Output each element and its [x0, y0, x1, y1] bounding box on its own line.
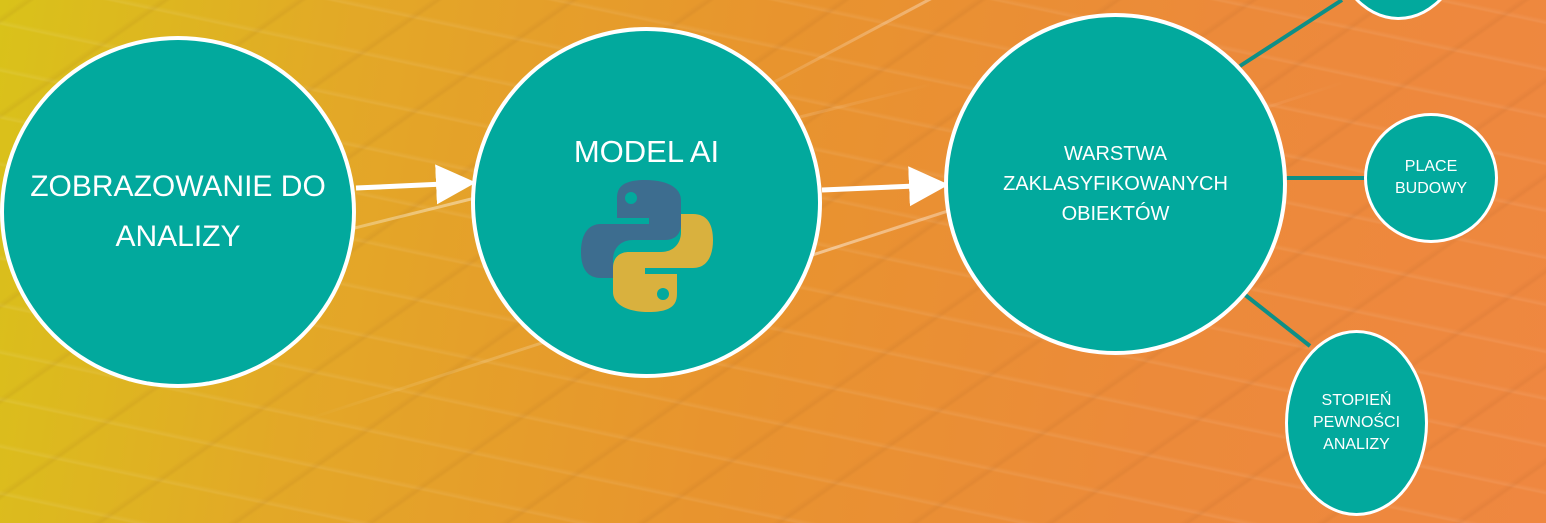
- connector-layer-to-top: [1238, 0, 1344, 68]
- arrow-source-to-model: [355, 164, 476, 205]
- node-construction-label: PLACE BUDOWY: [1395, 158, 1467, 197]
- node-classified-objects-layer: WARSTWA ZAKLASYFIKOWANYCH OBIEKTÓW: [944, 13, 1287, 355]
- arrow-model-to-layer: [821, 166, 949, 207]
- node-confidence-label: STOPIEŃ PEWNOŚCI ANALIZY: [1312, 392, 1401, 453]
- node-model-label: MODEL AI: [573, 134, 720, 169]
- node-layer-label: WARSTWA ZAKLASYFIKOWANYCH OBIEKTÓW: [1003, 143, 1228, 225]
- connector-layer-to-confidence: [1242, 292, 1312, 348]
- node-ai-model: MODEL AI: [471, 27, 822, 378]
- python-logo-icon: [579, 178, 715, 320]
- node-source-imagery: ZOBRAZOWANIE DO ANALIZY: [0, 36, 356, 388]
- node-construction-sites: PLACE BUDOWY: [1364, 113, 1498, 243]
- node-analysis-confidence: STOPIEŃ PEWNOŚCI ANALIZY: [1285, 330, 1428, 516]
- node-source-label: ZOBRAZOWANIE DO ANALIZY: [30, 170, 326, 253]
